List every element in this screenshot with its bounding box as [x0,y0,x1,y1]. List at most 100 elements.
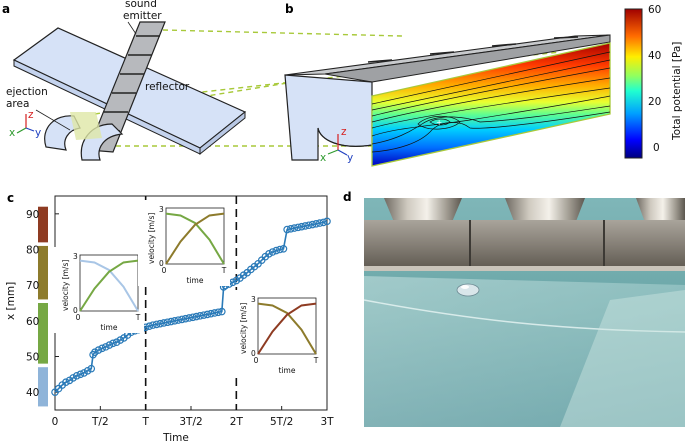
trajectory-point [308,220,317,229]
trajectory-point [218,307,226,316]
inset-x-tick: 0 [254,356,259,365]
trajectory-point [170,317,179,325]
trajectory-point [101,343,110,351]
trajectory-point [76,370,85,379]
color-band-3 [38,206,48,243]
axis-x-label-b: x [320,152,326,164]
trajectory-point [94,346,103,354]
trajectory-point [189,313,197,322]
axis-z-label: z [28,109,34,121]
color-band-0 [38,367,48,407]
inset-y-tick: 3 [251,295,256,304]
sound-emitter-label-2: emitter [123,10,162,22]
inset-x-tick: T [313,356,319,365]
panel-a-label: a [2,2,10,16]
inset-x-tick: 0 [76,313,81,322]
trajectory-point [305,221,313,230]
inset-y-tick: 3 [73,252,78,261]
trajectory-point [152,320,161,329]
trajectory-point [105,341,114,349]
trajectory-point [283,225,291,234]
axis-x-label: x [9,127,15,139]
x-tick-label: T [141,416,149,428]
colorbar-tick-40: 40 [648,50,661,62]
trajectory-point [286,225,295,233]
y-tick-label: 50 [26,352,39,364]
panel-b-label: b [285,2,294,16]
trajectory-point [297,222,306,231]
color-band-2 [38,245,48,300]
trajectory-point [214,308,223,317]
axis-y-label-b: y [347,152,353,164]
trajectory-point [87,364,96,373]
trajectory-point [268,248,277,256]
trajectory-point [323,217,331,226]
trajectory-point [203,310,212,319]
y-tick-label: 60 [26,316,39,328]
inset-xlabel: time [187,276,204,285]
trajectory-point [276,245,284,254]
inset-ylabel: velocity [m/s] [61,260,70,311]
inset-x-tick: T [135,313,141,322]
chart-c-xlabel: Time [162,432,189,443]
colorbar-ticks: 60 40 20 0 [648,4,661,154]
color-band-1 [38,303,48,364]
trajectory-point [199,311,208,319]
panel-b: b + [284,2,683,167]
transducer-left [384,198,462,222]
trajectory-point [192,312,201,321]
colorbar-tick-60: 60 [648,4,661,16]
colorbar [624,8,643,159]
panel-d-label: d [343,190,352,204]
trajectory-point [109,339,117,348]
trajectory-point [301,222,310,230]
trajectory-point [167,317,175,326]
inset-ylabel: velocity [m/s] [147,213,156,264]
trajectory-point [62,378,70,386]
trajectory-point [207,309,215,318]
field-slice [371,42,611,167]
inset-curve [165,212,225,265]
inset-frame [257,297,317,355]
axes-triad-b: z x y [320,126,353,164]
trajectory-point [272,246,281,255]
transducer-right [636,198,685,225]
ejection-area-label-1: ejection [6,86,48,98]
trajectory-point [210,309,219,317]
inset-xlabel: time [279,366,296,375]
sound-emitter-label-1: sound [125,0,157,10]
inset-x-tick: T [221,266,227,275]
colorbar-tick-0: 0 [653,142,660,154]
trajectory-point [98,344,106,353]
trajectory-point [312,220,320,228]
inset-y-tick: 0 [73,306,78,315]
inset-frame [165,207,225,265]
trajectory-point [160,319,168,327]
inset-y-tick: 0 [159,259,164,268]
colorbar-label: Total potential [Pa] [671,42,683,141]
x-tick-label: 3T/2 [179,416,202,428]
ejection-area-label-2: area [6,98,29,110]
axes-triad-a: z x y [9,109,41,139]
trajectory-point [163,318,172,327]
y-tick-label: 40 [26,387,39,399]
chart-c-ylabel: x [mm] [5,282,17,320]
x-tick-label: 0 [52,416,59,428]
trajectory-point [265,249,273,258]
trajectory-point [185,314,193,322]
trajectory-point [145,322,154,330]
axis-z-label-b: z [341,126,347,138]
transducer-middle [505,198,585,224]
inset-x-tick: 0 [162,266,167,275]
x-tick-label: 3T [320,416,334,428]
colorbar-tick-20: 20 [648,96,661,108]
y-tick-label: 90 [26,209,39,221]
axis-y-label: y [35,127,41,139]
inset-xlabel: time [101,323,118,332]
reflector-label: reflector [145,81,190,93]
trajectory-point [156,319,164,328]
inset-curve [257,302,317,355]
